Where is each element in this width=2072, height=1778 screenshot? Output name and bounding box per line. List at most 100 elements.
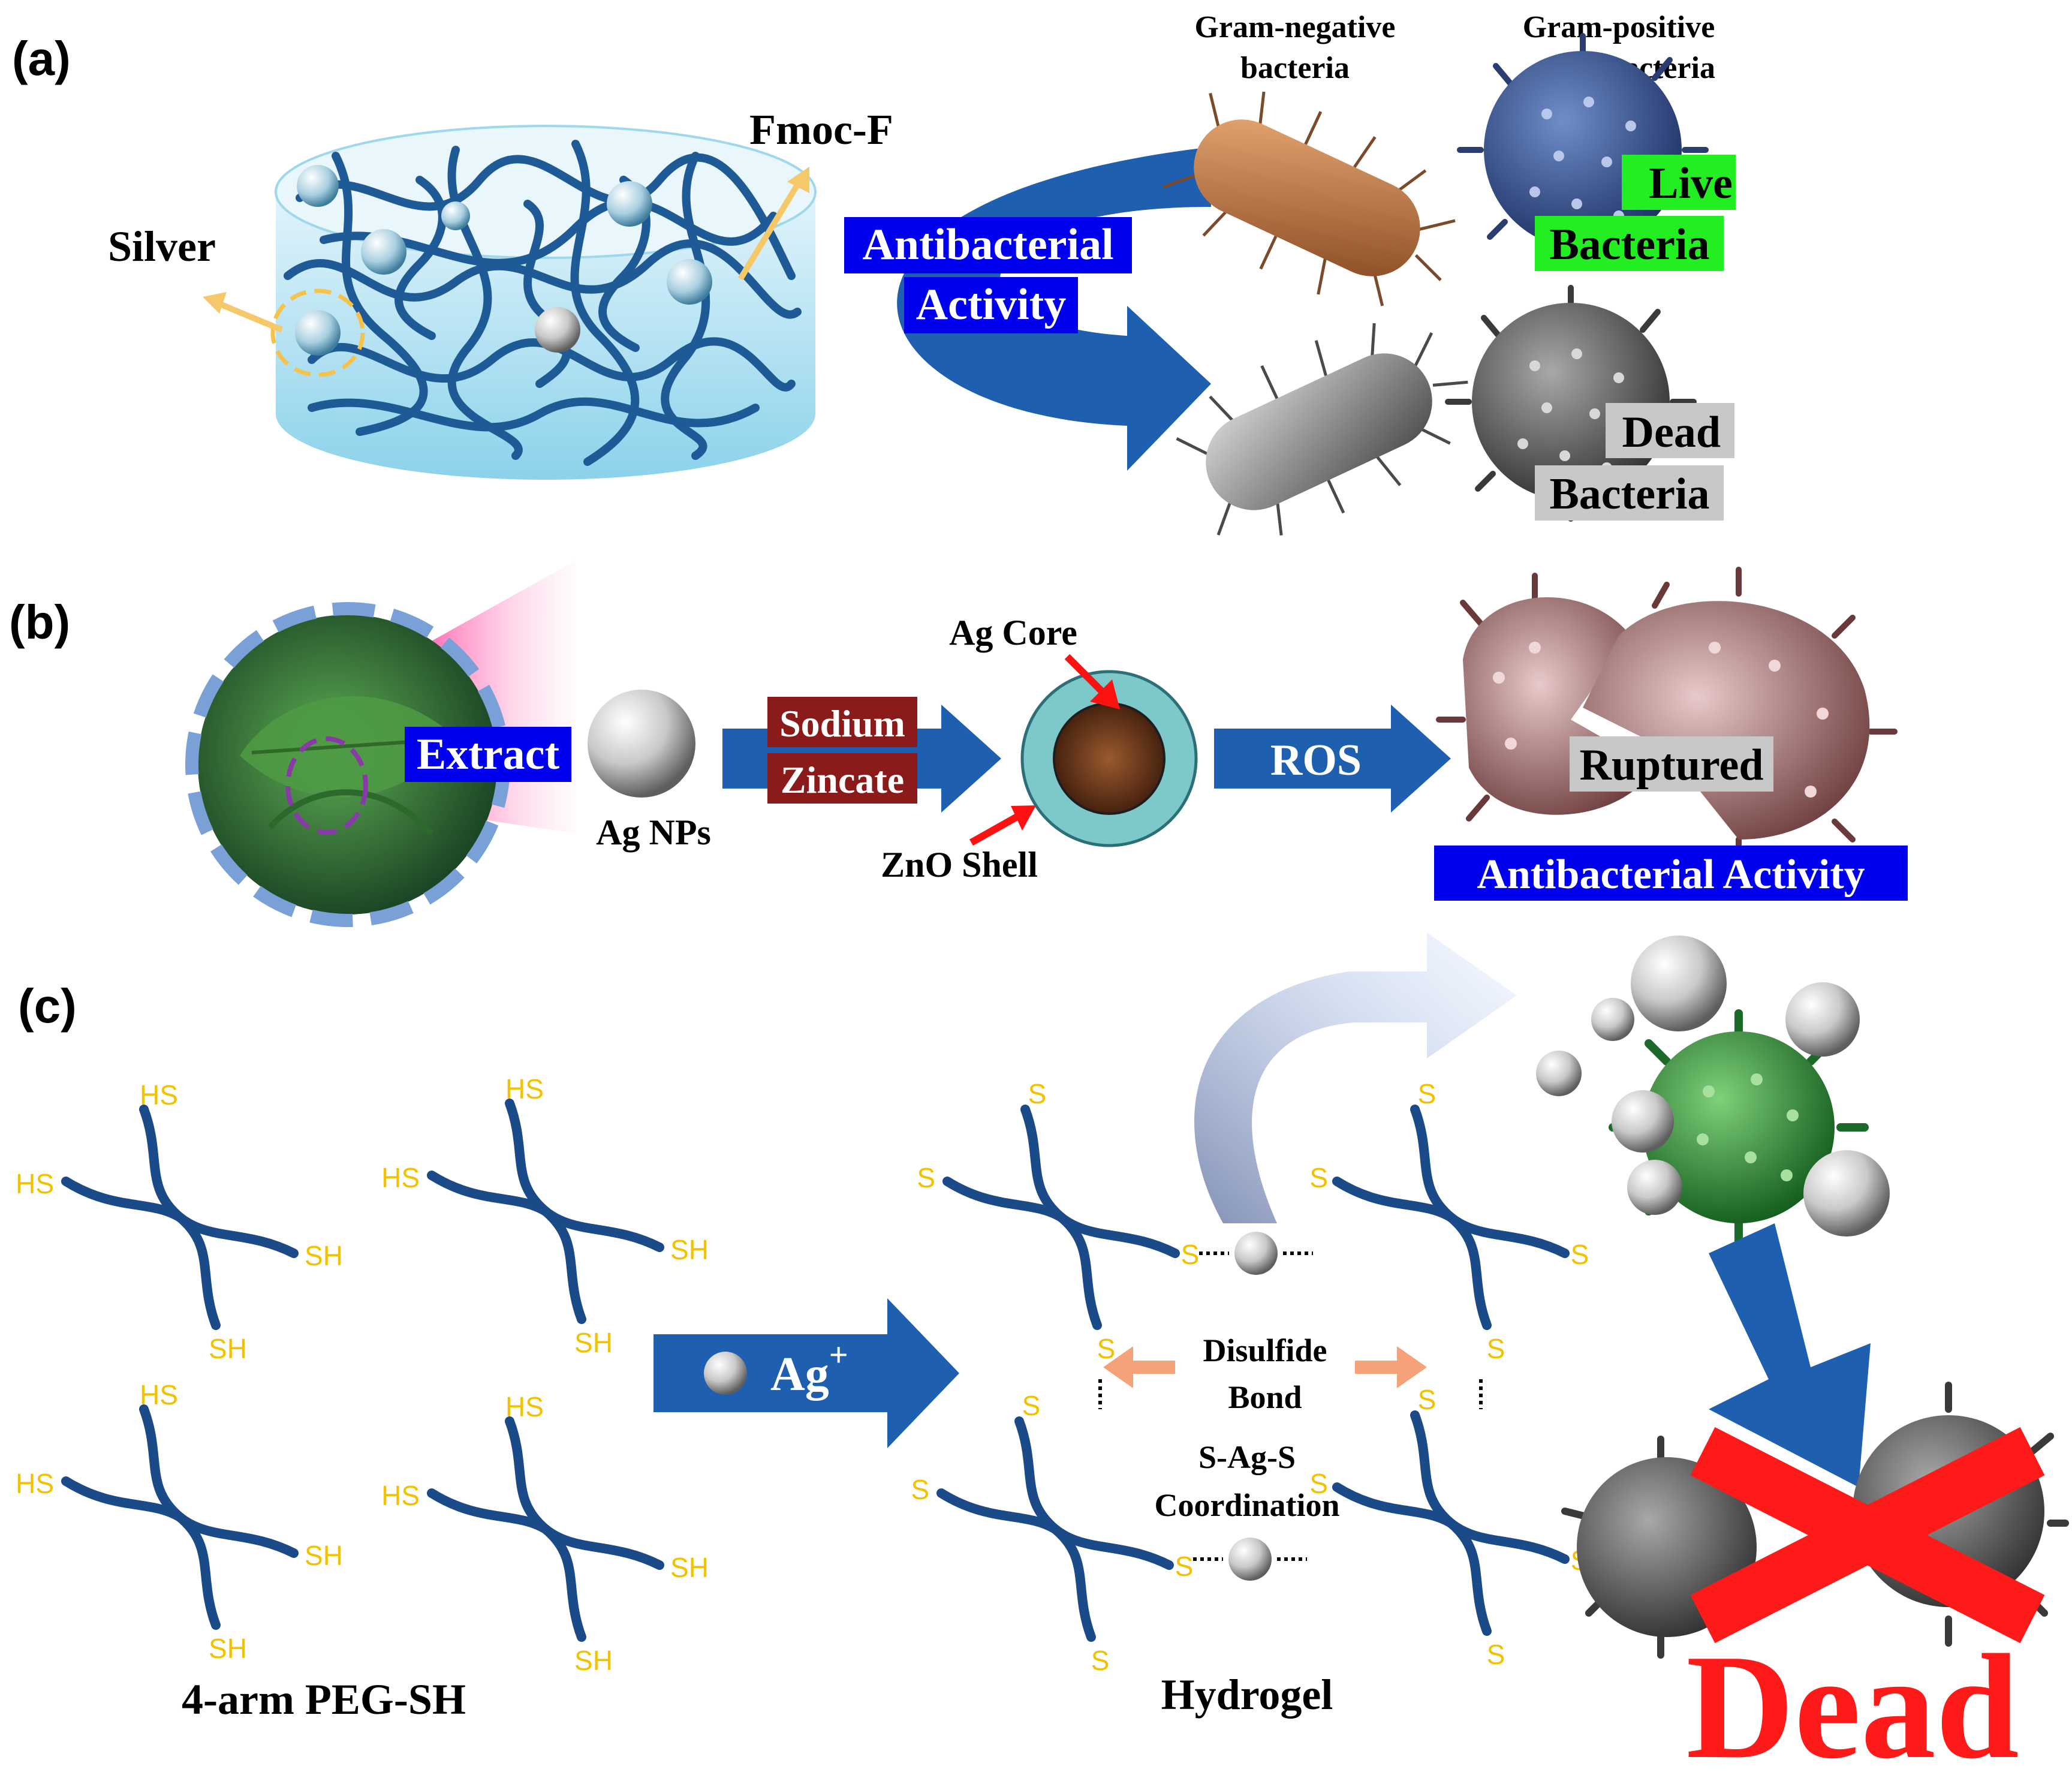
- svg-text:HS: HS: [381, 1480, 420, 1511]
- antibacterial-activity-text-2: Activity: [916, 280, 1067, 329]
- svg-text:S: S: [917, 1162, 935, 1193]
- dead-label: Dead: [1686, 1624, 2019, 1778]
- zno-shell-arrow: [969, 805, 1036, 846]
- svg-text:HS: HS: [505, 1073, 544, 1105]
- panel-c: (c) HS HS SH SH HS HS SH SH HS HS SH SH …: [16, 932, 2069, 1778]
- ag-core-label: Ag Core: [949, 613, 1077, 652]
- disulfide-arrow-left: [1103, 1346, 1175, 1388]
- plant-leaf-extract-circle: [185, 602, 510, 927]
- silver-particle: [361, 229, 406, 275]
- ag-ion-sphere: [704, 1352, 747, 1395]
- ros-text: ROS: [1270, 736, 1362, 785]
- silver-pointer-arrow: [203, 292, 283, 333]
- hydrogel-node: S S S S: [911, 1390, 1193, 1676]
- s-ag-s-coordination-top: [1199, 1232, 1313, 1275]
- hydrogel-node: S S S S: [1309, 1078, 1589, 1364]
- fmoc-fiber-network: [284, 140, 802, 466]
- fmoc-pointer-arrow: [737, 167, 809, 281]
- silver-particle-highlighted: [295, 310, 341, 356]
- svg-text:SH: SH: [574, 1645, 613, 1676]
- svg-text:HS: HS: [140, 1379, 178, 1410]
- antibacterial-activity-text-1: Antibacterial: [862, 220, 1113, 269]
- ruptured-text: Ruptured: [1579, 741, 1763, 790]
- svg-text:S: S: [911, 1474, 929, 1505]
- svg-text:SH: SH: [305, 1540, 343, 1571]
- silver-particle: [607, 181, 652, 227]
- ag-nps-label: Ag NPs: [596, 813, 711, 852]
- ag-ion-label: Ag+: [770, 1337, 848, 1401]
- disulfide-label-1: Disulfide: [1203, 1332, 1327, 1368]
- extract-box: [405, 727, 571, 782]
- svg-text:S: S: [1418, 1384, 1436, 1415]
- silver-label: Silver: [108, 222, 216, 270]
- svg-text:S: S: [1571, 1239, 1589, 1270]
- gram-negative-bacterium-live: [1163, 91, 1456, 306]
- hydrogel-node: S S S S: [1309, 1384, 1589, 1670]
- coordination-label-1: S-Ag-S: [1198, 1439, 1296, 1475]
- hydrogel-node: S S S S: [917, 1078, 1199, 1364]
- gram-negative-label-1: Gram-negative: [1194, 10, 1395, 44]
- gram-positive-label-1: Gram-positive: [1523, 10, 1715, 44]
- hydrogel-label: Hydrogel: [1161, 1671, 1333, 1719]
- peg-sh-label: 4-arm PEG-SH: [182, 1675, 466, 1723]
- ros-arrow: [1214, 705, 1451, 813]
- s-ag-s-coordination-bottom: [1193, 1538, 1307, 1581]
- panel-b: (b) Extract Ag NPs Sodium Zincate Ag Cor…: [9, 561, 1908, 927]
- ag-release-arrow: [1194, 932, 1517, 1223]
- peg-sh-molecule: HS HS SH SH: [381, 1391, 709, 1676]
- gram-negative-bacterium-dead: [1176, 323, 1468, 536]
- dead-bacteria-text-2: Bacteria: [1549, 470, 1709, 519]
- svg-text:SH: SH: [574, 1327, 613, 1358]
- hydrogel-disc: [270, 125, 817, 480]
- svg-text:HS: HS: [140, 1079, 178, 1111]
- live-bacteria-text-2: Bacteria: [1549, 220, 1709, 269]
- to-dead-arrow: [1709, 1223, 1871, 1487]
- svg-text:HS: HS: [381, 1162, 420, 1193]
- svg-text:S: S: [1181, 1239, 1200, 1270]
- ag-nanoparticle: [588, 690, 695, 798]
- antibacterial-activity-box-2: [904, 277, 1078, 333]
- svg-text:SH: SH: [670, 1234, 709, 1265]
- svg-text:S: S: [1309, 1162, 1328, 1193]
- silver-particle: [441, 201, 470, 230]
- ruptured-box: [1570, 736, 1773, 792]
- sodium-text: Sodium: [779, 702, 905, 745]
- ruptured-bacterium: [1436, 567, 1898, 867]
- panel-c-label: (c): [18, 979, 77, 1033]
- svg-text:S: S: [1487, 1333, 1505, 1364]
- svg-text:HS: HS: [16, 1468, 54, 1499]
- dead-bacteria-text-1: Dead: [1622, 408, 1721, 457]
- silver-particle: [535, 307, 580, 353]
- live-bacteria-box-1: [1622, 155, 1736, 210]
- svg-text:SH: SH: [209, 1633, 247, 1664]
- disulfide-label-2: Bond: [1228, 1379, 1302, 1415]
- live-bacteria-text-1: Live: [1649, 159, 1733, 208]
- ag-core-zno-shell-particle: [1020, 670, 1198, 847]
- peg-sh-molecule: HS HS SH SH: [381, 1073, 709, 1358]
- panel-a-label: (a): [12, 32, 71, 85]
- ag-core-arrow: [1064, 654, 1120, 709]
- svg-text:S: S: [1022, 1390, 1041, 1421]
- zincate-box: [767, 753, 917, 804]
- antibacterial-activity-box-1: [844, 217, 1132, 273]
- panel-a: (a): [12, 10, 1736, 536]
- hydrogel-network: S S S S S S S S S S S S S S: [911, 1078, 1589, 1676]
- live-bacteria-box-2: [1535, 216, 1724, 271]
- antibacterial-activity-text-b: Antibacterial Activity: [1477, 852, 1865, 898]
- zincate-text: Zincate: [781, 759, 904, 801]
- virus-with-silver-nanoparticles: [1536, 935, 1890, 1245]
- dead-cross-mark: [1690, 1427, 2045, 1644]
- dead-bacteria-box-1: [1606, 403, 1734, 458]
- svg-text:SH: SH: [209, 1333, 247, 1364]
- svg-text:S: S: [1418, 1078, 1436, 1109]
- antibacterial-activity-box-b: [1434, 846, 1908, 901]
- svg-text:HS: HS: [505, 1391, 544, 1422]
- extract-text: Extract: [417, 730, 560, 779]
- silver-highlight-ring: [270, 288, 365, 377]
- sodium-box: [767, 697, 917, 747]
- ag-ion-arrow: [653, 1298, 959, 1448]
- svg-text:S: S: [1487, 1639, 1505, 1670]
- gram-negative-label-2: bacteria: [1240, 51, 1350, 85]
- svg-text:SH: SH: [305, 1240, 343, 1271]
